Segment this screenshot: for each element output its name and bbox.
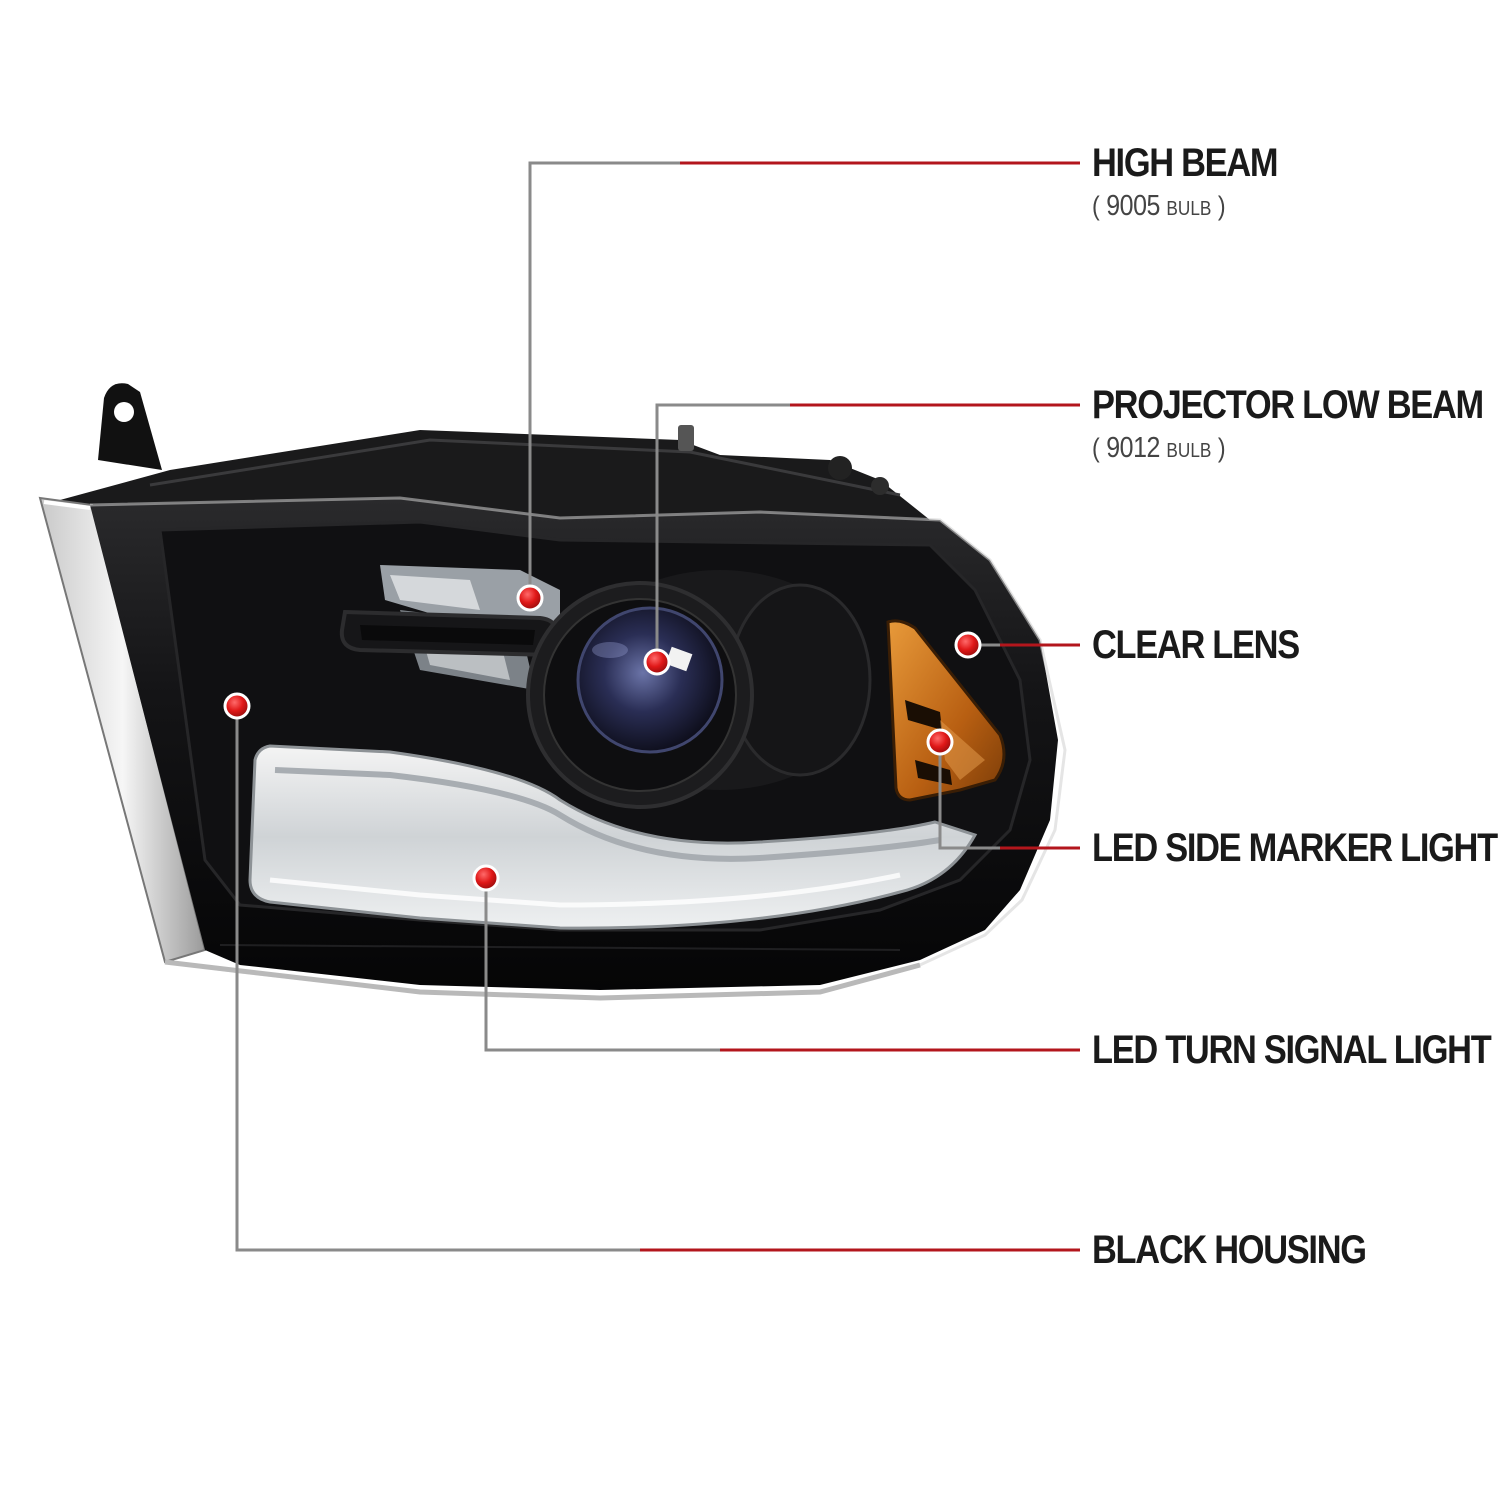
leader-high-beam [528, 161, 680, 598]
adjuster-knob [828, 456, 852, 480]
label-led-turn-signal: LED TURN SIGNAL LIGHT [1092, 1028, 1492, 1072]
led-strip [248, 744, 978, 930]
sublabel-projector-low-beam: ( 9012 BULB ) [1092, 434, 1226, 463]
dot-black-housing [223, 692, 251, 720]
sub-close: ) [1217, 191, 1226, 221]
sublabel-high-beam: ( 9005 BULB ) [1092, 192, 1226, 221]
label-black-housing: BLACK HOUSING [1092, 1228, 1367, 1272]
sub-open: ( [1092, 433, 1100, 463]
marker-dots [223, 584, 982, 892]
dot-led-side-marker [926, 728, 954, 756]
bulb-unit: BULB [1166, 198, 1212, 220]
projector-assembly [526, 570, 872, 809]
label-clear-lens: CLEAR LENS [1092, 623, 1300, 667]
leader-black-housing [235, 706, 640, 1252]
bulb-unit: BULB [1166, 440, 1212, 462]
sub-open: ( [1092, 191, 1100, 221]
bulb-number: 9005 [1106, 190, 1160, 222]
mounting-tab [98, 383, 162, 470]
label-led-side-marker: LED SIDE MARKER LIGHT [1092, 826, 1498, 870]
dot-led-turn-signal [472, 864, 500, 892]
dot-projector-low-beam [643, 648, 671, 676]
mounting-hole [114, 402, 134, 422]
leader-led-side-marker [938, 742, 1000, 850]
sub-close: ) [1217, 433, 1226, 463]
dot-clear-lens [954, 631, 982, 659]
leader-led-turn-signal [484, 878, 720, 1052]
headlight-illustration [38, 383, 1067, 1001]
adjuster-screw [678, 425, 694, 451]
projector-lens [578, 608, 722, 752]
label-projector-low-beam: PROJECTOR LOW BEAM [1092, 383, 1484, 427]
bulb-number: 9012 [1106, 432, 1160, 464]
leader-lines [235, 161, 1080, 1252]
dot-high-beam [516, 584, 544, 612]
label-high-beam: HIGH BEAM [1092, 141, 1279, 185]
leader-projector-low-beam [655, 403, 790, 662]
bottom-trim [164, 959, 921, 1001]
